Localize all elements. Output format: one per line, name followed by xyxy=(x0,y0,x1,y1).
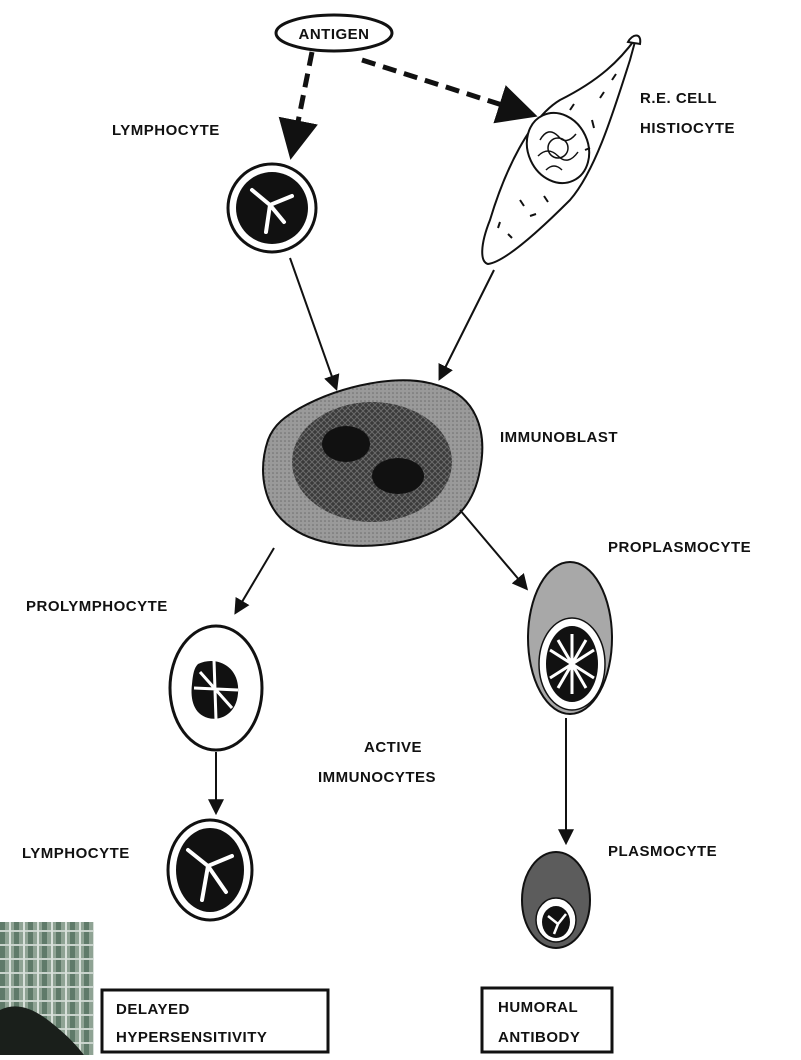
antibody-label: ANTIBODY xyxy=(498,1029,580,1046)
immunoblast-to-prolymphocyte-arrow xyxy=(236,548,274,612)
proplasmocyte-cell xyxy=(528,562,612,714)
lymphocyte-bottom-cell xyxy=(168,820,252,920)
corner-texture-image xyxy=(0,922,94,1055)
active-label: ACTIVE xyxy=(364,739,422,756)
delayed-label: DELAYED xyxy=(116,1001,190,1018)
immunoblast-label: IMMUNOBLAST xyxy=(500,429,618,446)
proplasmocyte-label: PROPLASMOCYTE xyxy=(608,539,751,556)
antigen-to-lymphocyte-arrow xyxy=(292,52,312,152)
humoral-antibody-box: HUMORAL ANTIBODY xyxy=(482,988,612,1052)
delayed-hypersensitivity-box: DELAYED HYPERSENSITIVITY xyxy=(102,990,328,1052)
antigen-label: ANTIGEN xyxy=(299,26,370,43)
histiocyte-label: HISTIOCYTE xyxy=(640,120,735,137)
antigen-node: ANTIGEN xyxy=(276,15,392,51)
histiocyte-cell xyxy=(482,36,640,265)
antigen-to-histiocyte-arrow xyxy=(362,60,530,114)
hypersensitivity-label: HYPERSENSITIVITY xyxy=(116,1029,267,1046)
re-cell-label: R.E. CELL xyxy=(640,90,717,107)
immunoblast-to-proplasmocyte-arrow xyxy=(460,510,526,588)
plasmocyte-label: PLASMOCYTE xyxy=(608,843,717,860)
plasmocyte-cell xyxy=(522,852,590,948)
immunocytes-label: IMMUNOCYTES xyxy=(318,769,436,786)
lymphocyte-top-label: LYMPHOCYTE xyxy=(112,122,220,139)
humoral-label: HUMORAL xyxy=(498,999,578,1016)
immunoblast-cell xyxy=(263,380,482,545)
lymphocyte-to-immunoblast-arrow xyxy=(290,258,336,388)
histiocyte-to-immunoblast-arrow xyxy=(440,270,494,378)
prolymphocyte-label: PROLYMPHOCYTE xyxy=(26,598,168,615)
prolymphocyte-cell xyxy=(170,626,262,750)
lymphocyte-top-cell xyxy=(228,164,316,252)
lymphocyte-bottom-label: LYMPHOCYTE xyxy=(22,845,130,862)
